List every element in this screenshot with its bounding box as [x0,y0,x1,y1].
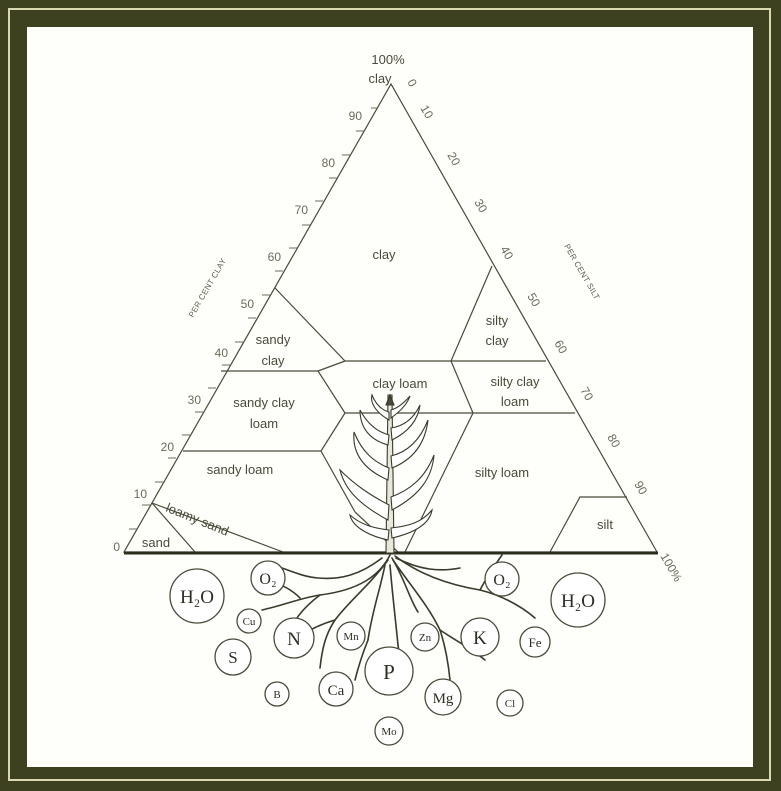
right-tick: 70 [577,385,596,404]
nutrient-bubbles: H₂O O₂ O₂ H₂O Cu N Mn Zn [170,561,605,745]
nutrient-mo: Mo [375,717,403,745]
left-tick: 40 [215,346,229,360]
left-axis-title: PER CENT CLAY [187,256,228,319]
left-tick: 30 [188,393,202,407]
right-tick: 10 [417,103,436,122]
region-sandy-clay-loam: loam [250,416,278,431]
region-silty-loam: silty loam [475,465,529,480]
nutrient-s: S [215,639,251,675]
silt-boundary [550,497,627,552]
left-tick: 90 [349,109,363,123]
right-tick: 40 [497,244,516,263]
left-tick: 80 [322,156,336,170]
left-tick: 50 [241,297,255,311]
region-sandy-clay: sandy [256,332,291,347]
nutrient-p: P [365,647,413,695]
svg-text:Mo: Mo [381,726,397,738]
nutrient-b: B [265,682,289,706]
svg-text:Cu: Cu [243,616,256,628]
svg-text:S: S [228,648,237,667]
nutrient-zn: Zn [411,623,439,651]
right-axis-title: PER CENT SILT [562,243,601,302]
clay-apex-label: clay [368,71,392,86]
left-tick: 60 [268,250,282,264]
svg-text:Cl: Cl [505,698,515,710]
region-silty-clay-loam: loam [501,394,529,409]
svg-text:Ca: Ca [328,683,345,699]
region-silty-clay: silty [486,313,509,328]
svg-text:H₂O: H₂O [561,591,595,612]
region-clay: clay [372,247,396,262]
svg-text:Mn: Mn [343,631,359,643]
right-tick: 30 [471,197,490,216]
right-tick: 50 [524,291,543,310]
region-sandy-loam: sandy loam [207,462,273,477]
clay-boundary [275,266,492,361]
right-tick: 60 [551,338,570,357]
nutrient-mg: Mg [425,679,461,715]
corn-plant-icon [340,395,434,553]
region-sandy-clay: clay [261,353,285,368]
svg-text:O₂: O₂ [493,572,510,589]
right-tick-labels: 0 10 20 30 40 50 60 70 80 90 [404,77,650,498]
nutrient-mn: Mn [337,622,365,650]
right-tick: 90 [631,479,650,498]
region-clay-loam: clay loam [373,376,428,391]
svg-text:B: B [273,689,280,701]
right-tick: 0 [404,77,420,90]
nutrient-ca: Ca [319,672,353,706]
left-tick: 20 [161,440,175,454]
svg-text:Mg: Mg [433,691,454,707]
svg-text:H₂O: H₂O [180,587,214,608]
region-silt: silt [597,517,613,532]
left-tick: 0 [113,540,120,554]
nutrient-h2o-right: H₂O [551,573,605,627]
nutrient-cu: Cu [237,609,261,633]
region-loamy-sand: loamy sand [164,500,231,539]
clay-apex-percent: 100% [371,52,405,67]
svg-text:Fe: Fe [529,635,542,650]
left-tick: 10 [134,487,148,501]
nutrient-cl: Cl [497,690,523,716]
region-sand: sand [142,535,170,550]
left-tick-labels: 90 80 70 60 50 40 30 20 10 0 [113,109,362,554]
nutrient-o2-left: O₂ [251,561,285,595]
axis-labels: 100% clay PER CENT CLAY PER CENT SILT 10… [187,52,685,584]
nutrient-h2o-left: H₂O [170,569,224,623]
nutrient-n: N [274,618,314,658]
region-silty-clay: clay [485,333,509,348]
left-tick: 70 [295,203,309,217]
nutrient-fe: Fe [520,627,550,657]
region-silty-clay-loam: silty clay [490,374,540,389]
svg-text:K: K [473,628,487,649]
svg-text:N: N [287,629,301,650]
right-tick: 80 [604,432,623,451]
svg-text:P: P [383,660,395,684]
nutrient-o2-right: O₂ [485,562,519,596]
region-sandy-clay-loam: sandy clay [233,395,295,410]
nutrient-k: K [461,618,499,656]
svg-text:O₂: O₂ [259,571,276,588]
svg-text:Zn: Zn [419,632,432,644]
right-end-label: 100% [657,551,685,585]
right-tick: 20 [444,150,463,169]
